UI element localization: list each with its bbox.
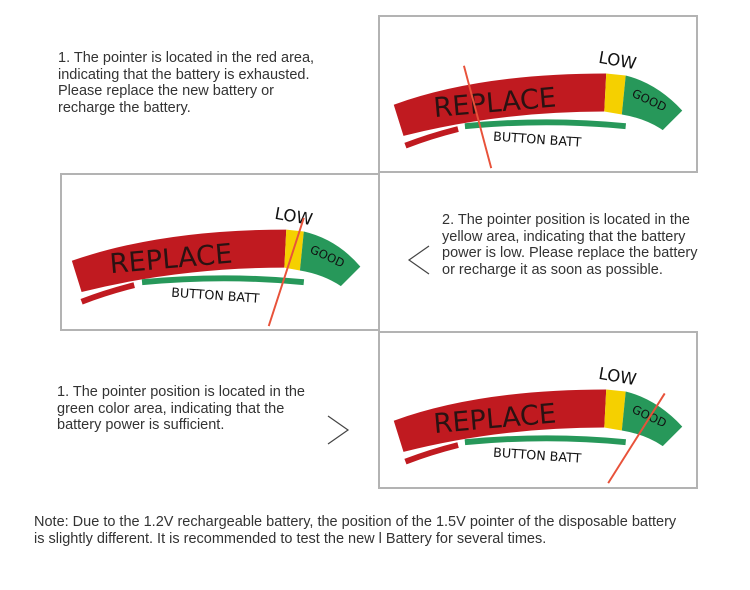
- gauge-panel-green: REPLACE LOW GOOD BUTTON BATT: [378, 331, 698, 489]
- gauge-red-zone: [71, 229, 287, 292]
- gauge-button-batt-text: BUTTON BATT: [171, 285, 260, 306]
- step-1-description: 1. The pointer is located in the red are…: [58, 50, 315, 116]
- gauge-green-zone: [621, 391, 683, 447]
- step-3-description: 1. The pointer position is located in th…: [57, 384, 306, 433]
- gauge-panel-red: REPLACE LOW GOOD BUTTON BATT: [378, 15, 698, 173]
- arrow-left-icon: [405, 244, 433, 281]
- battery-gauge-green: REPLACE LOW GOOD BUTTON BATT: [393, 364, 683, 484]
- gauge-low-text: LOW: [597, 364, 638, 389]
- step-2-description: 2. The pointer position is located in th…: [442, 212, 698, 278]
- gauge-pointer: [607, 392, 666, 484]
- gauge-green-zone: [621, 75, 683, 131]
- gauge-red-zone: [393, 73, 607, 136]
- gauge-lower-green-bar: [464, 119, 627, 130]
- arrow-right-icon: [326, 414, 352, 451]
- gauge-low-text: LOW: [597, 48, 638, 73]
- battery-gauge-red: REPLACE LOW GOOD BUTTON BATT: [393, 48, 683, 169]
- gauge-panel-yellow: REPLACE LOW GOOD BUTTON BATT: [60, 173, 380, 331]
- gauge-pointer: [267, 217, 305, 327]
- gauge-lower-red-bar: [404, 126, 459, 149]
- gauge-red-zone: [393, 389, 607, 452]
- gauge-lower-green-bar: [141, 275, 305, 286]
- gauge-lower-green-bar: [464, 435, 627, 446]
- gauge-button-batt-text: BUTTON BATT: [493, 129, 582, 150]
- gauge-green-zone: [299, 231, 361, 287]
- battery-gauge-yellow: REPLACE LOW GOOD BUTTON BATT: [71, 204, 361, 327]
- gauge-button-batt-text: BUTTON BATT: [493, 445, 582, 466]
- gauge-replace-text: REPLACE: [108, 239, 233, 281]
- gauge-low-text: LOW: [273, 204, 314, 229]
- note-text: Note: Due to the 1.2V rechargeable batte…: [34, 514, 677, 547]
- gauge-lower-red-bar: [404, 442, 459, 465]
- gauge-yellow-zone: [604, 73, 626, 115]
- gauge-yellow-zone: [604, 389, 626, 431]
- gauge-pointer: [462, 65, 493, 169]
- gauge-lower-red-bar: [80, 282, 135, 305]
